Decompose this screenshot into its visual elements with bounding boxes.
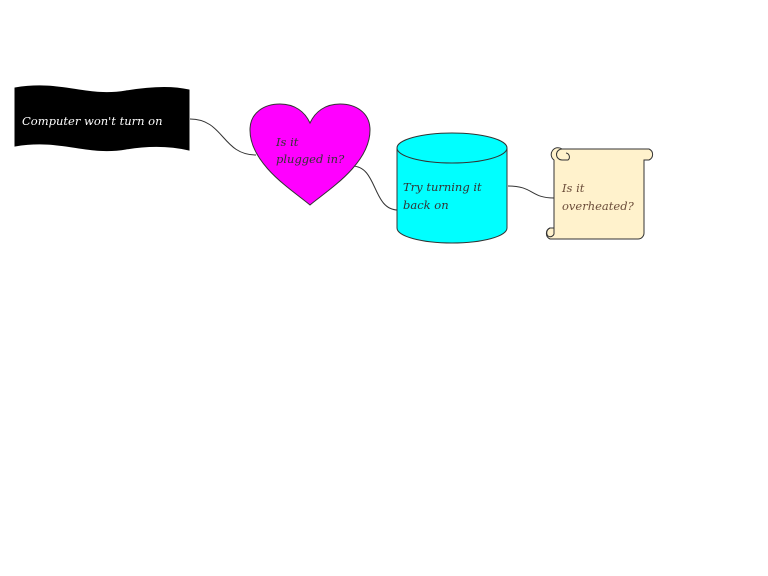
node-label: Computer won't turn on xyxy=(22,114,163,128)
node-label-line: Computer won't turn on xyxy=(22,114,163,128)
node-label: Try turning it back on xyxy=(403,180,485,212)
node-label-line: Is it xyxy=(561,181,585,195)
cylinder-body xyxy=(396,132,508,244)
node-label-line: Try turning it xyxy=(403,180,482,194)
node-is-it-overheated[interactable]: Is it overheated? xyxy=(545,147,654,240)
scroll-bottom-curl xyxy=(546,227,555,238)
connectors xyxy=(189,118,555,211)
node-try-turning-it-back-on[interactable]: Try turning it back on xyxy=(396,132,508,244)
node-label: Is it plugged in? xyxy=(275,135,345,166)
connector-try-to-overheated[interactable] xyxy=(507,185,555,199)
scroll-body xyxy=(545,147,654,240)
node-label-line: back on xyxy=(403,198,449,212)
node-computer-wont-turn-on[interactable]: Computer won't turn on xyxy=(14,85,190,152)
node-label-line: overheated? xyxy=(562,199,635,213)
node-label-line: Is it xyxy=(275,135,299,149)
node-is-it-plugged-in[interactable]: Is it plugged in? xyxy=(249,103,371,206)
scroll-top-curl xyxy=(556,148,570,161)
connector-plugged-to-try[interactable] xyxy=(351,165,399,211)
cylinder-top-edge xyxy=(396,147,508,164)
node-label: Is it overheated? xyxy=(561,181,635,213)
connector-computer-to-plugged[interactable] xyxy=(189,118,257,156)
node-label-line: plugged in? xyxy=(276,152,345,166)
wave-banner-shape xyxy=(14,85,190,152)
heart-shape xyxy=(249,103,371,206)
